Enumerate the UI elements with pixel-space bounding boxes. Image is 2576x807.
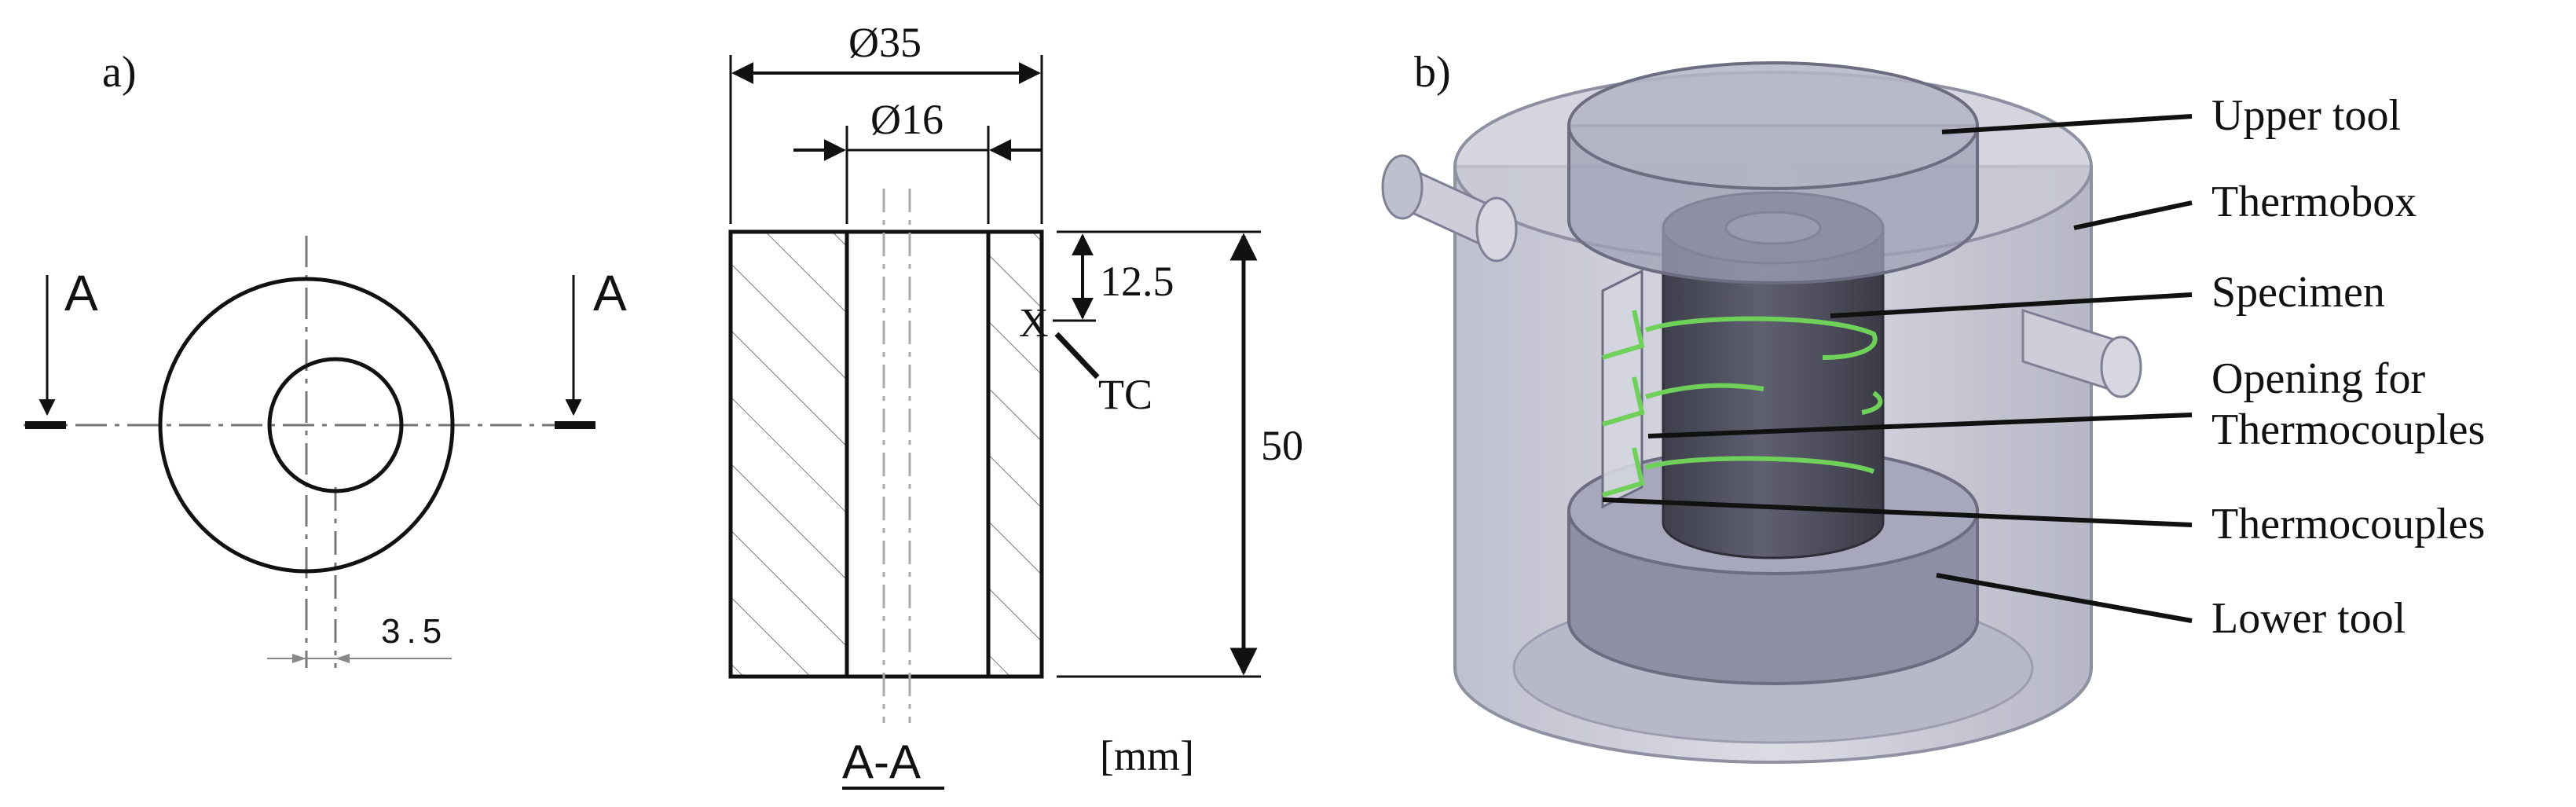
- callout-specimen: Specimen: [2211, 268, 2385, 317]
- side-port-right: [2021, 308, 2142, 398]
- section-mark-left: A: [64, 265, 98, 321]
- upper-tool-top: [1567, 61, 1979, 190]
- plan-view: A A 3.5: [24, 236, 627, 668]
- height-label: 50: [1261, 422, 1303, 469]
- callout-upper-tool: Upper tool: [2211, 91, 2401, 140]
- callout-opening-line2: Thermocouples: [2211, 405, 2485, 454]
- specimen-body: [1662, 226, 1885, 559]
- section-mark-right: A: [593, 265, 627, 321]
- callout-thermocouples: Thermocouples: [2211, 500, 2485, 548]
- tc-leader: [1054, 332, 1100, 380]
- outer-circle: [158, 277, 455, 574]
- offset-dim-value: 3.5: [381, 612, 448, 651]
- callout-opening-line1: Opening for: [2211, 354, 2426, 403]
- outer-diameter-label: Ø35: [848, 19, 922, 66]
- callout-thermobox: Thermobox: [2211, 178, 2417, 226]
- side-port-left: [1381, 154, 1518, 262]
- callout-lower-tool: Lower tool: [2211, 594, 2406, 643]
- wall-right-hatch: [988, 232, 1042, 677]
- panel-b-label: b): [1414, 48, 1451, 97]
- wall-left-hatch: [731, 232, 847, 677]
- units-label: [mm]: [1100, 732, 1194, 779]
- specimen-section-outline: [728, 229, 1044, 679]
- thermocouples: [1602, 310, 1883, 497]
- offset-dim-arrow-right: [335, 654, 350, 663]
- tc-marker: X: [1019, 301, 1049, 346]
- offset-dim-arrow-left: [292, 654, 306, 663]
- assembly-3d: [1381, 61, 2142, 764]
- section-view: Ø35 Ø16 12.5 X TC 50 A-A [mm]: [728, 19, 1303, 790]
- opening-for-thermocouples: [1601, 269, 1643, 509]
- section-label: A-A: [842, 735, 921, 788]
- inner-circle: [267, 357, 404, 493]
- tc-depth-label: 12.5: [1100, 258, 1174, 305]
- inner-diameter-label: Ø16: [870, 96, 944, 143]
- callout-leaders: [1602, 114, 2193, 623]
- panel-a-label: a): [102, 48, 137, 97]
- tc-label: TC: [1098, 371, 1152, 418]
